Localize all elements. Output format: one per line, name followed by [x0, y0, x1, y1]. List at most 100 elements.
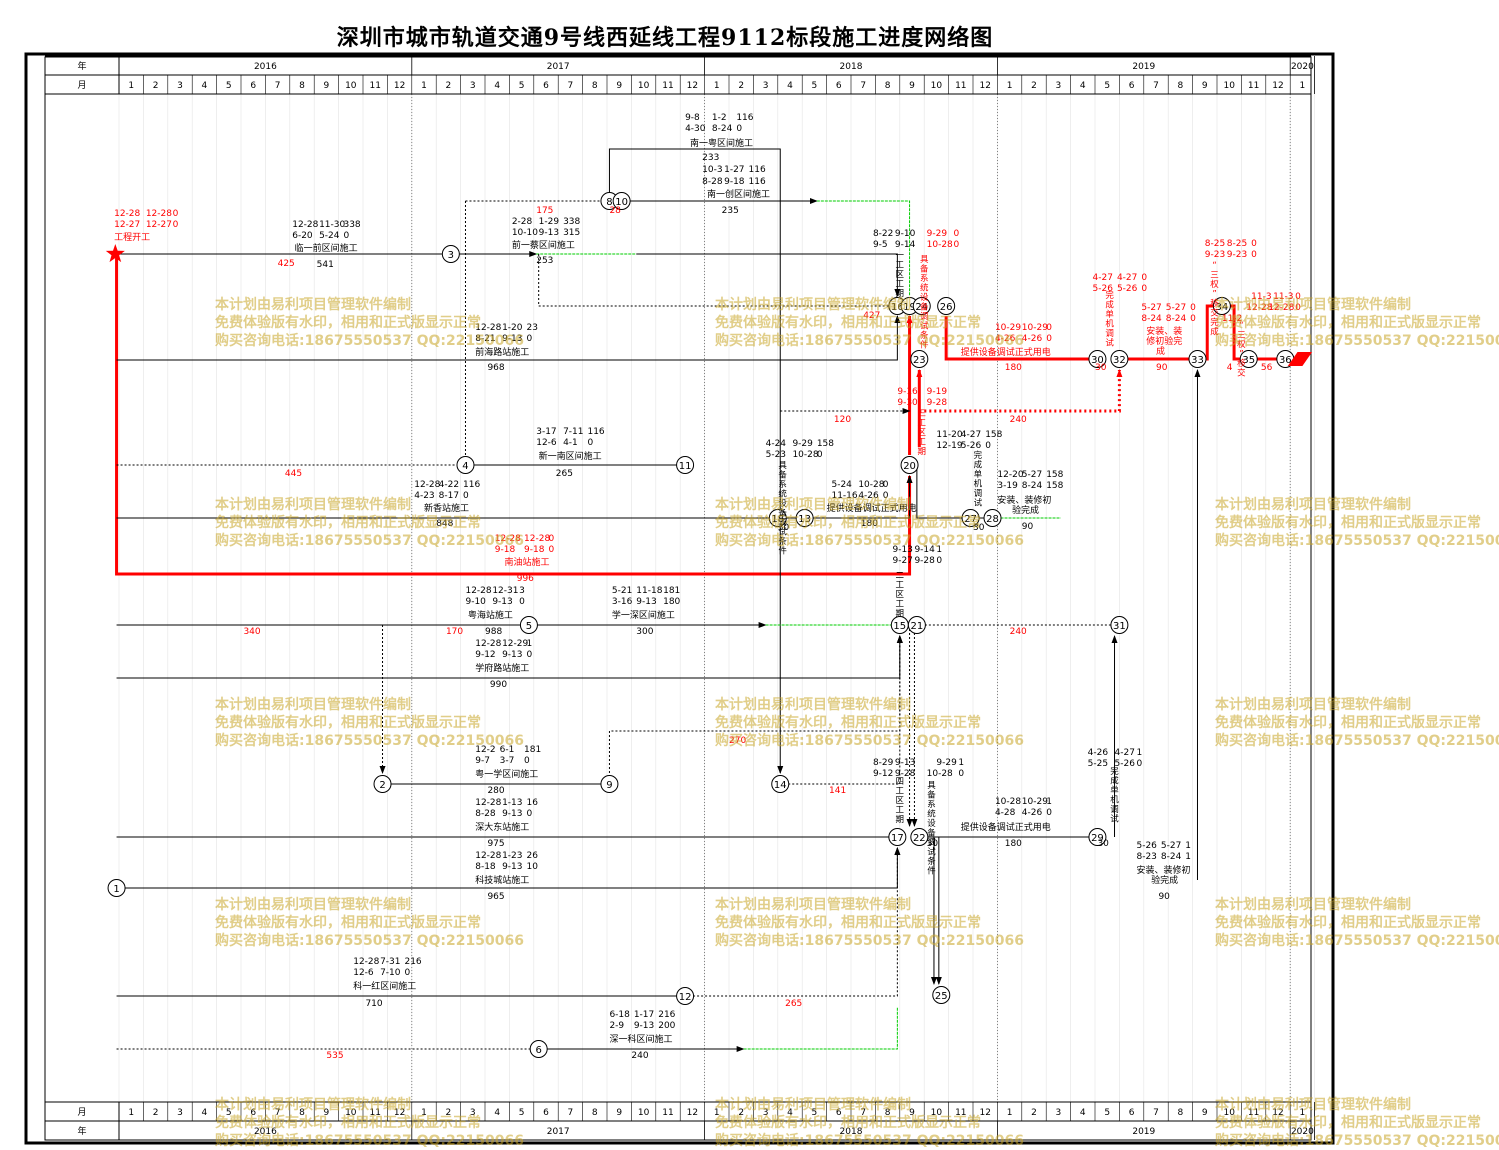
activity-label: 28: [609, 206, 621, 216]
month-label: 2: [446, 81, 452, 91]
activity-label: 工程开工: [114, 232, 150, 243]
node-number: 27: [964, 514, 977, 525]
activity-label: 1: [526, 639, 532, 649]
activity-label: 8-25: [1205, 239, 1225, 249]
event-nodes: 1234568910111213141516171819202122232425…: [105, 192, 1313, 1058]
activity-label: 南一粤区间施工: [690, 137, 753, 149]
month-label: 1: [1300, 81, 1306, 91]
activity-label: 10-29: [995, 323, 1021, 333]
activity-label: 1: [1136, 748, 1142, 758]
month-label: 4: [202, 81, 208, 91]
activity-label: 0: [463, 491, 469, 501]
month-label: 11: [1248, 1108, 1259, 1118]
activity-label: 158: [1046, 470, 1063, 480]
critical-activity-arrow: [944, 316, 1099, 362]
milestone-label: 四: [896, 777, 905, 787]
milestone-label: 工: [896, 600, 905, 610]
milestone-label: 区: [918, 428, 927, 438]
activity-label: 9-14: [895, 240, 916, 250]
month-label: 10: [931, 1108, 943, 1118]
node-number: 21: [911, 621, 924, 632]
month-label: 5: [226, 1108, 232, 1118]
month-label: 11: [662, 81, 673, 91]
event-node-4: 4: [456, 456, 475, 474]
month-label: 5: [1104, 1108, 1110, 1118]
milestone-label: 完: [1110, 766, 1119, 777]
activity-label: 12-28: [353, 957, 379, 967]
activity-label: 9-23: [1227, 250, 1247, 260]
activity-label: 11-2: [1222, 314, 1242, 324]
month-label: 6: [836, 1108, 842, 1118]
month-label: 2: [1031, 81, 1037, 91]
milestone-label: 成: [1210, 327, 1219, 338]
milestone-label: 试: [920, 321, 929, 332]
activity-label: 116: [463, 480, 480, 490]
activity-label: 9-18: [724, 177, 745, 187]
activity-label: 9-13: [502, 334, 522, 344]
activity-label: 12-6: [353, 968, 374, 978]
month-label: 7: [275, 81, 281, 91]
activity-label: 216: [404, 957, 421, 967]
event-node-17: 17: [888, 828, 907, 846]
activity-label: 学一深区间施工: [612, 609, 675, 621]
milestone-label: 备: [920, 302, 929, 313]
milestone-label: 条: [778, 536, 787, 547]
activity-label: 0: [953, 240, 959, 250]
activity-label: 5-27: [1161, 841, 1181, 851]
activity-label: 0: [1136, 759, 1142, 769]
year-row-label: 年: [77, 60, 86, 72]
month-label: 5: [519, 1108, 525, 1118]
activity-label: 9-16: [897, 387, 918, 397]
activity-label: 996: [517, 574, 534, 584]
activity-label: 180: [1005, 363, 1022, 373]
activity-label: 116: [736, 113, 753, 123]
node-number: 20: [903, 461, 916, 472]
month-label: 6: [1129, 1108, 1135, 1118]
activity-label: 提供设备调试正式用电: [961, 821, 1051, 833]
activity-label: 2-28: [512, 217, 533, 227]
month-label: 4: [494, 81, 500, 91]
month-label: 3: [177, 1108, 183, 1118]
activity-label: 4-22: [439, 480, 459, 490]
month-label: 5: [226, 81, 232, 91]
activity-label: 提供设备调试正式用电: [961, 346, 1051, 358]
month-label: 7: [275, 1108, 281, 1118]
activity-label: 4-23: [414, 491, 434, 501]
milestone-label: 工: [896, 261, 905, 271]
month-label: 2: [153, 1108, 159, 1118]
month-label: 10: [931, 81, 943, 91]
activity-label: 4-27: [961, 430, 981, 440]
milestone-label: 一: [896, 251, 905, 261]
activity-label: 10-28: [927, 240, 953, 250]
activity-label: 1-27: [724, 165, 744, 175]
activity-label: 1-17: [634, 1010, 654, 1020]
activity-label: 180: [861, 519, 878, 529]
activity-label: 9-28: [927, 398, 948, 408]
activity-label: 8-24: [1166, 314, 1187, 324]
activity-label: 12-28: [465, 586, 491, 596]
activity-label: 30: [778, 523, 790, 533]
activity-label: 9-18: [524, 545, 545, 555]
activity-label: 253: [536, 256, 553, 266]
node-number: 14: [774, 780, 787, 791]
milestone-label: 设: [778, 498, 787, 509]
activity-label: 8-25: [1227, 239, 1247, 249]
milestone-label: 系: [920, 273, 929, 284]
milestone-label: 系: [927, 799, 936, 810]
month-row-label: 月: [77, 80, 86, 91]
month-label: 12: [394, 81, 405, 91]
outer-border: [24, 52, 1335, 1145]
milestone-label: 调: [927, 838, 936, 848]
activity-label: 9-27: [892, 556, 912, 566]
milestone-label: 移: [1237, 358, 1246, 369]
activity-label: 0: [817, 450, 823, 460]
activity-label: 1: [936, 545, 942, 555]
activity-label: 新香站施工: [424, 502, 469, 514]
activity-label: 10-28: [995, 797, 1021, 807]
activity-arrow: [636, 253, 901, 297]
activity-label: 56: [1261, 363, 1273, 373]
activity-label: 深大东站施工: [475, 821, 529, 833]
month-label: 10: [1223, 1108, 1235, 1118]
